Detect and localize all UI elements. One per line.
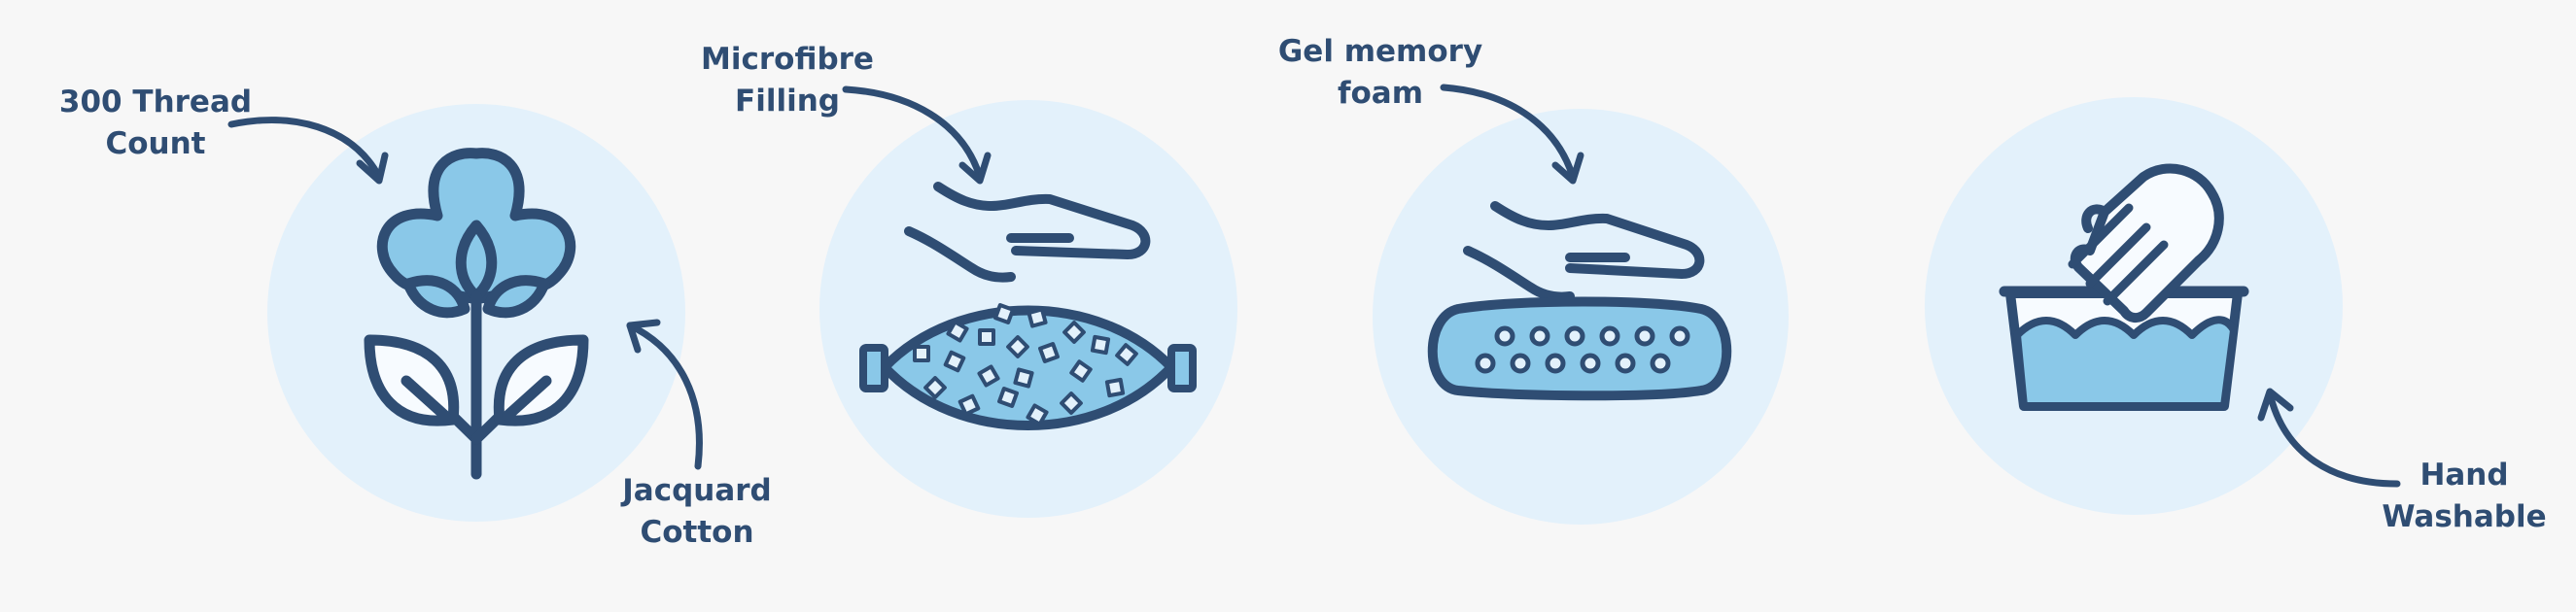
label-jacquard-line2: Cotton: [640, 515, 754, 550]
label-hand-washable: Hand Washable: [2348, 455, 2576, 538]
label-thread-count-line1: 300 Thread: [58, 85, 253, 119]
label-microfibre-line2: Filling: [735, 84, 840, 119]
pillow-microfibre-icon: [859, 182, 1197, 430]
arrow-thread-count: [227, 117, 383, 181]
label-hand-line2: Washable: [2382, 499, 2547, 534]
arrow-hand-washable: [2266, 390, 2401, 488]
label-thread-count-line2: Count: [105, 126, 206, 161]
label-jacquard-line1: Jacquard: [622, 473, 772, 508]
cotton-flower-icon: [364, 148, 589, 480]
label-gel-line1: Gel memory: [1277, 34, 1483, 69]
label-microfibre-filling: Microfibre Filling: [671, 39, 904, 122]
arrow-gel-foam: [1440, 84, 1577, 181]
label-jacquard-cotton: Jacquard Cotton: [580, 470, 814, 554]
callout-arrows: [227, 84, 2401, 488]
arrow-microfibre: [842, 85, 984, 181]
hand-wash-basin-icon: [1999, 163, 2249, 411]
arrow-jacquard: [626, 322, 703, 470]
label-microfibre-line1: Microfibre: [701, 42, 874, 77]
label-gel-line2: foam: [1337, 76, 1423, 111]
label-gel-memory-foam: Gel memory foam: [1264, 31, 1497, 115]
label-hand-line1: Hand: [2419, 458, 2509, 493]
label-thread-count: 300 Thread Count: [39, 82, 272, 165]
gel-foam-pillow-icon: [1427, 201, 1732, 401]
